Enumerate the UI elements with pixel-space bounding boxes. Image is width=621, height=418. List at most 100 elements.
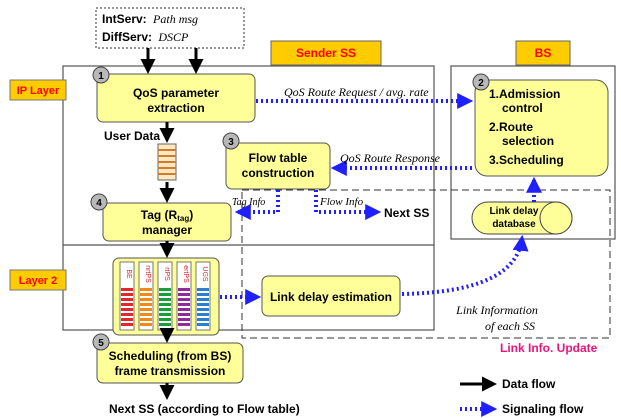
queue-rtps-packet xyxy=(159,303,171,306)
tag-info-label: Tag Info xyxy=(232,197,265,208)
sender-ss-title-box xyxy=(270,40,382,66)
queue-ertps-packet xyxy=(178,288,190,291)
database-cap xyxy=(539,201,573,235)
step-3-number: 3 xyxy=(228,137,234,148)
queue-nrtps-packet xyxy=(140,313,152,316)
queue-be-packet xyxy=(121,313,133,316)
intserv-label: IntServ: xyxy=(102,12,147,26)
link-info-update-label: Link Info. Update xyxy=(500,341,598,355)
link-delay-db-line1: Link delay xyxy=(490,206,539,217)
queue-ertps-packet xyxy=(178,293,190,296)
step-2-number: 2 xyxy=(478,78,484,89)
qos-box-line2: extraction xyxy=(147,101,204,115)
step-3-marker: 3 xyxy=(222,132,240,150)
next-ss-bottom-label: Next SS (according to Flow table) xyxy=(109,402,300,416)
step-1-marker: 1 xyxy=(92,66,110,84)
queue-ugs-packet xyxy=(197,303,209,306)
queue-nrtps-packet xyxy=(140,318,152,321)
layer2-label-box xyxy=(9,269,67,291)
intserv-value: Path msg xyxy=(152,12,198,26)
queue-ugs-packet xyxy=(197,313,209,316)
queue-be-packet xyxy=(121,293,133,296)
queue-ugs-packet xyxy=(197,318,209,321)
queue-ertps: ertPS xyxy=(176,261,192,331)
queue-ertps-packet xyxy=(178,303,190,306)
link-information-label-2: of each SS xyxy=(485,319,535,333)
queue-nrtps-packet xyxy=(140,323,152,326)
input-message-box xyxy=(95,7,245,49)
tag-box-line1: Tag (Rtag) xyxy=(141,208,193,223)
qos-route-request-label: QoS Route Request / avg. rate xyxy=(284,85,429,99)
tag-box-prefix: Tag (R xyxy=(141,208,178,222)
queue-label-rtps: rtPS xyxy=(163,267,170,281)
queue-ugs-packet xyxy=(197,293,209,296)
flow-table-box xyxy=(225,142,331,190)
qos-box-line1: QoS parameter xyxy=(133,86,219,100)
queue-label-nrtps: nrtPS xyxy=(144,265,151,283)
queue-be: BE xyxy=(119,261,135,331)
signal-flow-info xyxy=(314,190,382,220)
queue-rtps-packet xyxy=(159,323,171,326)
queue-rtps-packet xyxy=(159,313,171,316)
tag-box-line2: manager xyxy=(142,223,192,237)
bs-item1-line1: 1.Admission xyxy=(489,87,560,101)
step-4-number: 4 xyxy=(96,198,102,209)
intserv-line: IntServ: Path msg xyxy=(102,12,198,26)
queue-ugs-packet xyxy=(197,298,209,301)
queue-ertps-packet xyxy=(178,323,190,326)
queue-be-packet xyxy=(121,323,133,326)
bs-item2-line2: selection xyxy=(502,134,554,148)
scheduling-line2: frame transmission xyxy=(115,364,226,378)
layer2-label: Layer 2 xyxy=(19,275,58,287)
diffserv-label: DiffServ: xyxy=(102,30,152,44)
bs-functions-box xyxy=(474,79,609,177)
tag-box-suffix: ) xyxy=(189,208,193,222)
diffserv-value: DSCP xyxy=(157,30,189,44)
step-5-number: 5 xyxy=(98,338,104,349)
bs-item3: 3.Scheduling xyxy=(489,153,564,167)
queue-ertps-packet xyxy=(178,298,190,301)
signal-tag-info xyxy=(234,190,280,220)
flow-table-line2: construction xyxy=(242,166,315,180)
queue-ertps-packet xyxy=(178,313,190,316)
queue-ugs-packet xyxy=(197,288,209,291)
queue-label-ugs: UGS xyxy=(201,266,208,282)
queue-nrtps-packet xyxy=(140,303,152,306)
step-2-marker: 2 xyxy=(472,73,490,91)
queue-nrtps-packet xyxy=(140,298,152,301)
flow-table-line1: Flow table xyxy=(249,151,308,165)
qos-parameter-box xyxy=(96,73,256,123)
legend-signaling-flow-label: Signaling flow xyxy=(502,402,584,416)
ip-layer-label: IP Layer xyxy=(17,85,60,97)
queue-nrtps-packet xyxy=(140,288,152,291)
queue-rtps-packet xyxy=(159,293,171,296)
queue-label-be: BE xyxy=(125,269,132,279)
link-delay-estimation-label: Link delay estimation xyxy=(270,290,392,304)
ip-layer-label-box xyxy=(9,79,67,101)
queue-nrtps: nrtPS xyxy=(138,261,154,331)
link-info-dashed-region xyxy=(241,189,611,339)
sender-ss-title: Sender SS xyxy=(296,46,356,60)
scheduling-line1: Scheduling (from BS) xyxy=(109,349,232,363)
user-data-buffer xyxy=(157,143,177,181)
diffserv-line: DiffServ: DSCP xyxy=(102,30,189,44)
legend-data-flow-label: Data flow xyxy=(502,377,556,391)
step-4-marker: 4 xyxy=(90,193,108,211)
signal-link-information xyxy=(401,234,529,296)
tag-box-subscript: tag xyxy=(177,214,189,223)
queue-ertps-packet xyxy=(178,318,190,321)
queue-label-ertps: ertPS xyxy=(182,265,189,283)
step-5-marker: 5 xyxy=(92,333,110,351)
queue-rtps-packet xyxy=(159,288,171,291)
queue-ugs: UGS xyxy=(195,261,211,331)
qos-route-response-label: QoS Route Response xyxy=(340,151,441,165)
queue-ugs-packet xyxy=(197,308,209,311)
link-delay-estimation-box xyxy=(261,275,401,317)
bs-item1-line2: control xyxy=(502,101,543,115)
queue-ugs-packet xyxy=(197,323,209,326)
scheduling-box xyxy=(96,342,244,384)
user-data-label: User Data xyxy=(104,129,160,143)
queue-be-packet xyxy=(121,308,133,311)
link-information-label-1: Link Information xyxy=(455,303,538,317)
